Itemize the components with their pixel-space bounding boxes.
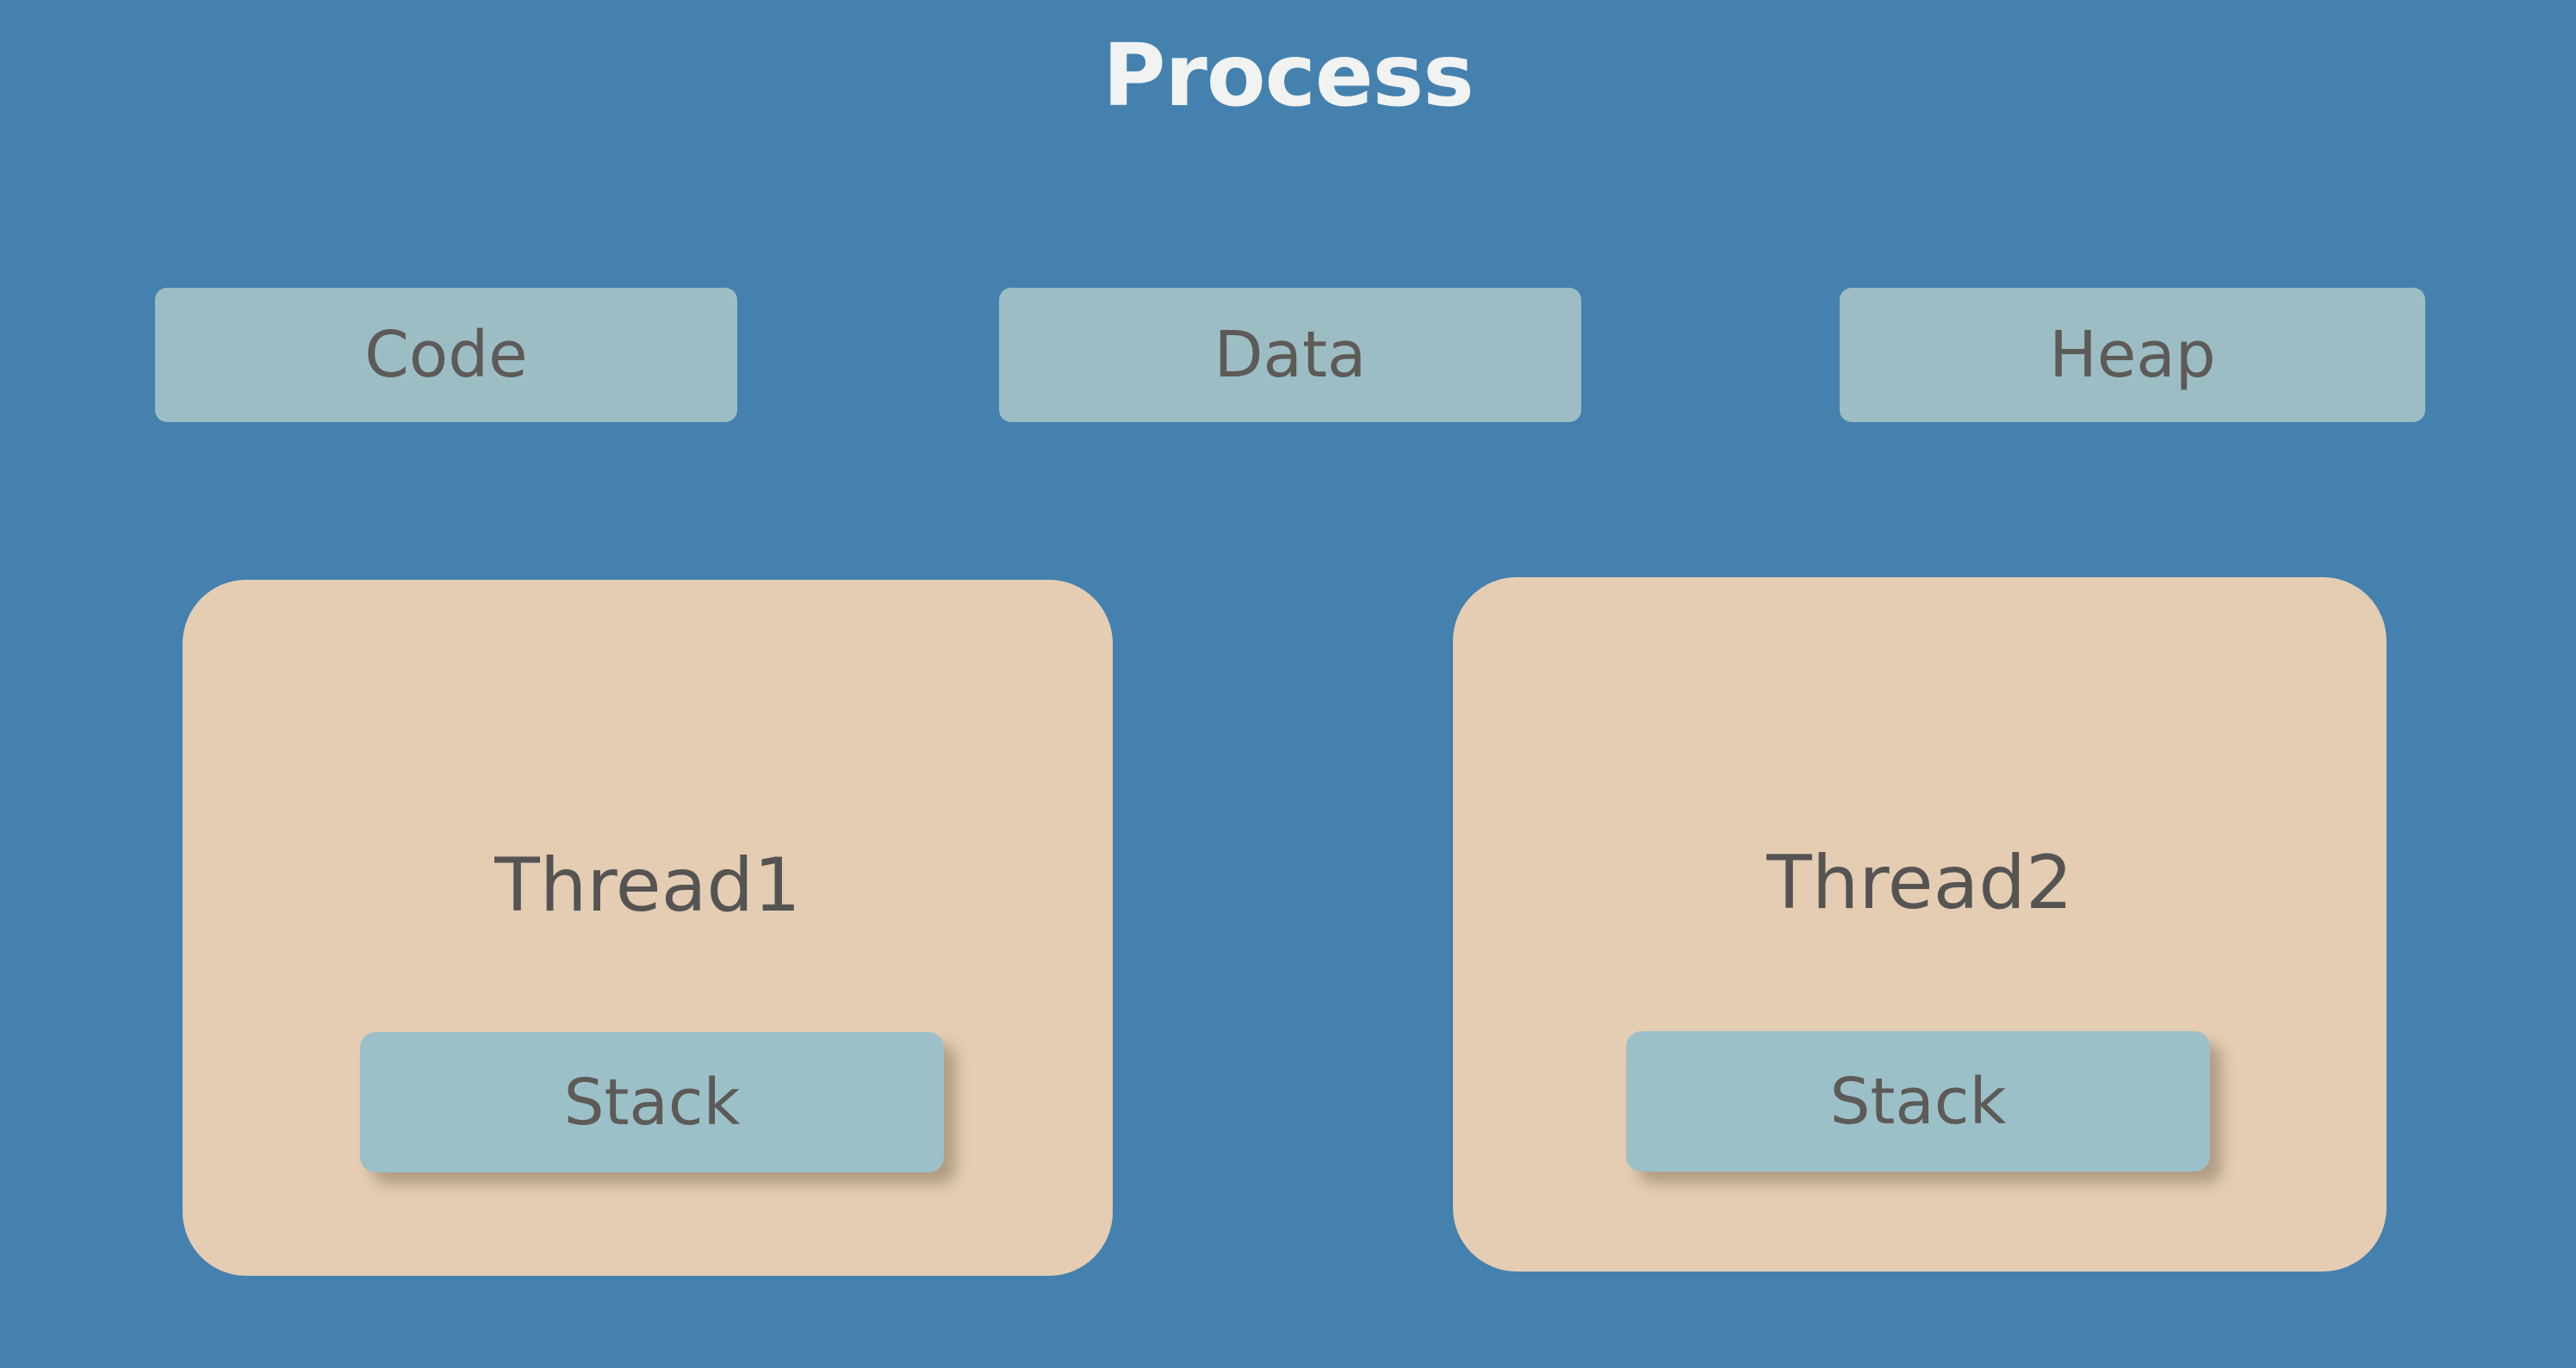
stack-box-thread-2: Stack bbox=[1626, 1031, 2210, 1172]
segment-label-code: Code bbox=[364, 318, 528, 392]
thread-label-2: Thread2 bbox=[1766, 840, 2073, 926]
stack-label-thread-1: Stack bbox=[563, 1065, 741, 1140]
segment-box-heap: Heap bbox=[1840, 288, 2425, 422]
page-title: Process bbox=[1102, 25, 1474, 126]
segment-box-code: Code bbox=[155, 288, 737, 422]
stack-box-thread-1: Stack bbox=[360, 1032, 944, 1172]
segment-label-data: Data bbox=[1214, 318, 1367, 392]
thread-label-1: Thread1 bbox=[494, 843, 801, 929]
segment-box-data: Data bbox=[999, 288, 1581, 422]
stack-label-thread-2: Stack bbox=[1829, 1064, 2007, 1139]
thread-box-2: Thread2 Stack bbox=[1453, 577, 2387, 1272]
segment-label-heap: Heap bbox=[2049, 318, 2216, 392]
thread-box-1: Thread1 Stack bbox=[183, 580, 1113, 1276]
